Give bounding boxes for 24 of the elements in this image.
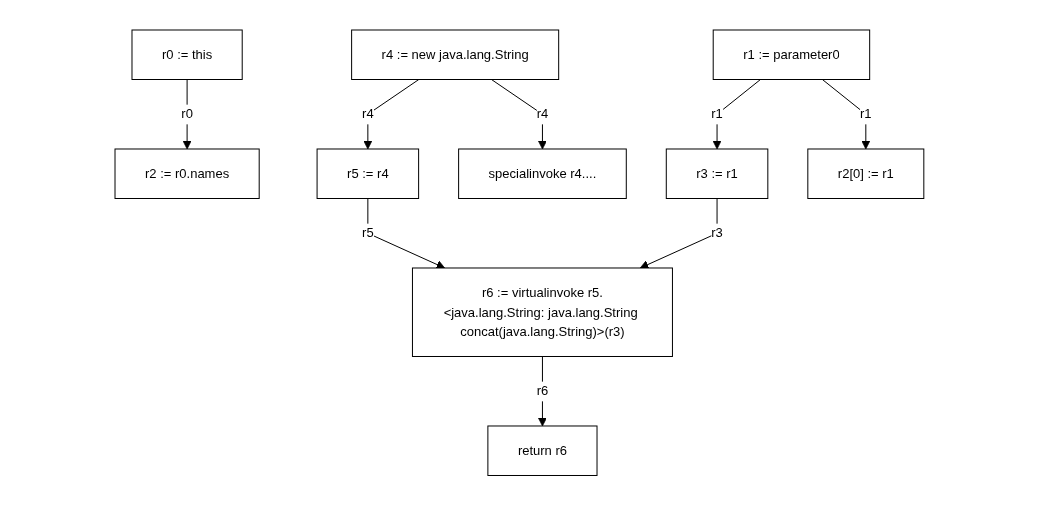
edge-label: r5 (362, 225, 374, 241)
arrow (712, 78, 762, 150)
edge-label: r4 (536, 106, 549, 122)
node-box: r1 := parameter0 (712, 29, 871, 80)
edge-label: r1 (860, 106, 872, 122)
arrow (639, 197, 718, 269)
node-box: specialinvoke r4.... (458, 148, 627, 199)
node-box: r2 := r0.names (114, 148, 260, 199)
node-box: r0 := this (131, 29, 243, 80)
edge-label: r4 (362, 106, 374, 122)
arrow (821, 78, 871, 150)
node-box: return r6 (487, 425, 598, 476)
edge-label: r6 (536, 383, 549, 399)
node-box: r2[0] := r1 (807, 148, 925, 199)
edge-label: r1 (711, 106, 723, 122)
node-box: r3 := r1 (665, 148, 769, 199)
arrow (367, 197, 446, 269)
node-box: r5 := r4 (316, 148, 420, 199)
node-box: r6 := virtualinvoke r5.<java.lang.String: java.lang.String concat(java.lang.String)>(r3) (412, 267, 673, 357)
edge-label: r0 (181, 106, 193, 122)
node-box: r4 := new java.lang.String (351, 29, 560, 80)
edge-label: r3 (711, 225, 723, 241)
arrow (491, 78, 547, 150)
arrow (363, 78, 420, 150)
